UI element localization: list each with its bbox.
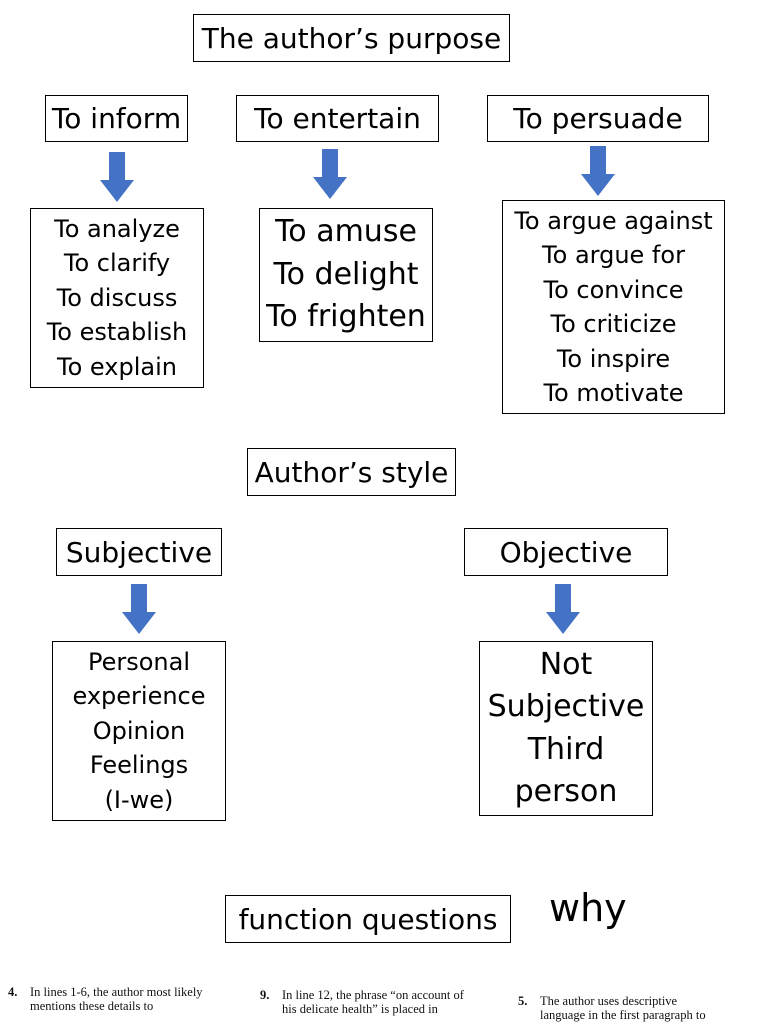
question-number: 9. — [260, 988, 270, 1002]
question-excerpt: 5. The author uses descriptive language … — [518, 994, 758, 1024]
list-item: To argue against — [514, 206, 713, 235]
question-excerpt: 4. In lines 1-6, the author most likely … — [8, 985, 258, 1025]
list-item: To explain — [57, 352, 177, 381]
category-to-inform-label: To inform — [51, 102, 182, 135]
list-item: Third — [527, 731, 605, 767]
list-item: Personal — [87, 647, 191, 676]
purpose-title-text: The author’s purpose — [201, 21, 502, 55]
category-subjective: Subjective — [56, 528, 222, 576]
style-title: Author’s style — [247, 448, 456, 496]
style-title-text: Author’s style — [254, 455, 449, 489]
list-item: To argue for — [542, 241, 685, 269]
question-text: In lines 1-6, the author most likely men… — [30, 985, 203, 1014]
list-item: To inspire — [556, 344, 671, 373]
list-item: To criticize — [550, 310, 677, 338]
category-to-entertain-label: To entertain — [254, 102, 421, 135]
list-item: To analyze — [54, 214, 180, 243]
category-subjective-label: Subjective — [65, 535, 213, 569]
down-arrow-icon — [581, 146, 615, 196]
question-excerpt: 9. In line 12, the phrase “on account of… — [260, 988, 500, 1024]
list-item: Not — [539, 646, 593, 682]
question-text: The author uses descriptive language in … — [540, 994, 706, 1023]
question-line: In lines 1-6, the author most likely — [30, 985, 203, 999]
question-line: The author uses descriptive — [540, 994, 678, 1008]
question-line: In line 12, the phrase “on account of — [282, 988, 464, 1002]
category-objective-label: Objective — [499, 535, 633, 569]
list-item: To discuss — [56, 283, 178, 312]
question-text: In line 12, the phrase “on account of hi… — [282, 988, 464, 1017]
entertain-list: To amuse To delight To frighten — [259, 208, 433, 342]
category-to-entertain: To entertain — [236, 95, 439, 142]
objective-list: Not Subjective Third person — [479, 641, 653, 816]
question-number: 4. — [8, 985, 18, 999]
category-to-inform: To inform — [45, 95, 188, 142]
question-number: 5. — [518, 994, 528, 1008]
list-item: experience — [72, 682, 206, 711]
down-arrow-icon — [546, 584, 580, 634]
list-item: To amuse — [275, 214, 417, 250]
category-to-persuade: To persuade — [487, 95, 709, 142]
inform-list: To analyze To clarify To discuss To esta… — [30, 208, 204, 388]
why-note: why — [549, 886, 627, 930]
list-item: Opinion — [92, 716, 186, 745]
subjective-list: Personal experience Opinion Feelings (I-… — [52, 641, 226, 821]
list-item: To frighten — [266, 299, 426, 335]
question-line: his delicate health” is placed in — [282, 1002, 438, 1017]
list-item: To establish — [46, 318, 188, 347]
category-to-persuade-label: To persuade — [513, 102, 683, 135]
question-line: language in the first paragraph to — [540, 1008, 706, 1023]
list-item: To clarify — [63, 249, 171, 278]
list-item: To delight — [273, 256, 419, 292]
list-item: Subjective — [487, 689, 645, 724]
list-item: (I-we) — [104, 785, 174, 814]
down-arrow-icon — [100, 152, 134, 202]
list-item: Feelings — [89, 751, 189, 780]
purpose-title: The author’s purpose — [193, 14, 510, 62]
category-objective: Objective — [464, 528, 668, 576]
list-item: To convince — [543, 275, 684, 304]
function-questions-title-text: function questions — [238, 902, 498, 936]
persuade-list: To argue against To argue for To convinc… — [502, 200, 725, 414]
function-questions-title: function questions — [225, 895, 511, 943]
list-item: person — [514, 774, 618, 809]
down-arrow-icon — [122, 584, 156, 634]
list-item: To motivate — [543, 379, 684, 407]
down-arrow-icon — [313, 149, 347, 199]
question-line: mentions these details to — [30, 999, 154, 1014]
